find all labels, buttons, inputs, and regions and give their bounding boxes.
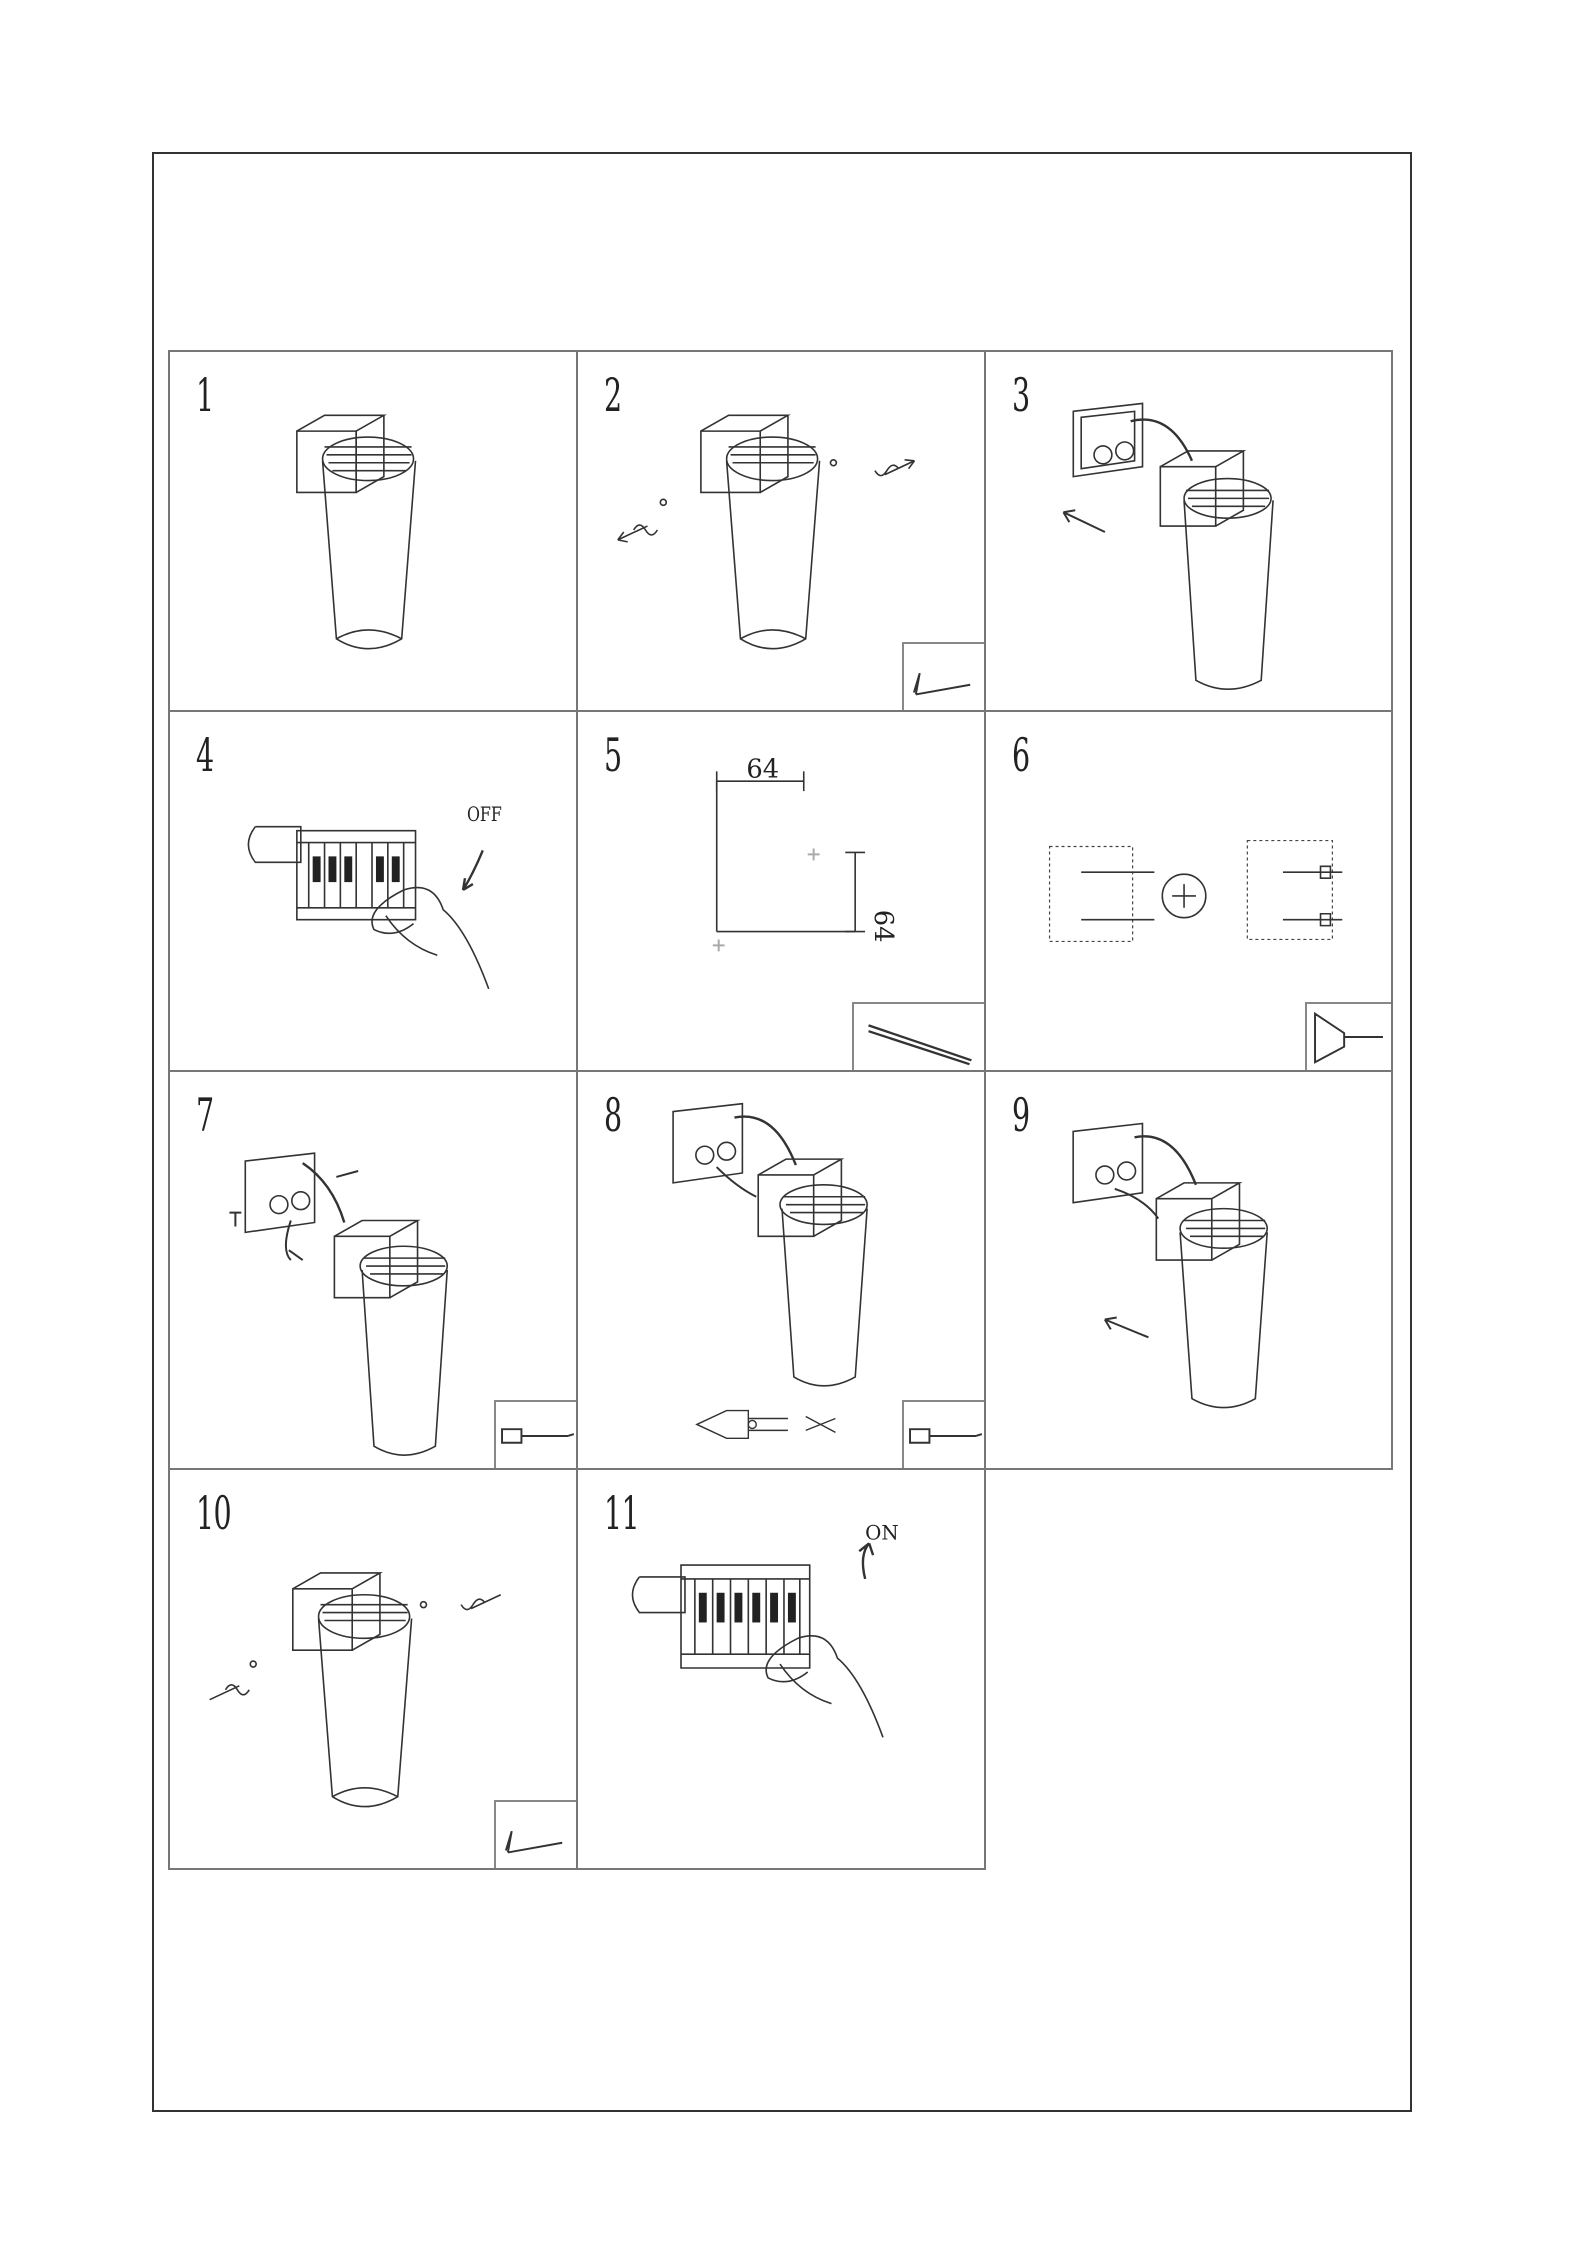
lamp-icon — [170, 352, 576, 710]
lamp-icon — [986, 1072, 1391, 1468]
drill-icon — [1305, 1002, 1391, 1070]
hand-icon — [372, 888, 489, 989]
lamp-icon — [986, 352, 1391, 710]
arrow-icon — [1063, 510, 1105, 532]
on-label: ON — [865, 1521, 899, 1544]
step-panel-10: 10 — [168, 1468, 578, 1870]
step-panel-3: 3 — [984, 350, 1393, 712]
step-panel-4: 4 OFF — [168, 710, 578, 1072]
step-panel-1: 1 — [168, 350, 578, 712]
screwdriver-icon — [902, 1400, 984, 1468]
wire-connector-icon — [697, 1411, 836, 1439]
off-label: OFF — [467, 803, 502, 826]
arrow-icon — [463, 850, 483, 890]
dimension-vertical: 64 — [868, 910, 898, 943]
hex-key-icon — [494, 1800, 576, 1868]
screwdriver-icon — [494, 1400, 576, 1468]
breaker-panel-icon: OFF — [170, 712, 576, 1070]
dimension-horizontal: 64 — [746, 754, 779, 784]
breaker-panel-icon: ON — [578, 1470, 984, 1868]
step-panel-5: 5 64 64 — [576, 710, 986, 1072]
screw-icon — [229, 1171, 358, 1260]
hex-key-icon — [902, 642, 984, 710]
screw-icon — [618, 460, 915, 542]
step-panel-9: 9 — [984, 1070, 1393, 1470]
step-panel-6: 6 — [984, 710, 1393, 1072]
step-panel-8: 8 — [576, 1070, 986, 1470]
step-panel-11: 11 ON — [576, 1468, 986, 1870]
drill-mark — [713, 848, 820, 951]
step-panel-7: 7 — [168, 1070, 578, 1470]
drill-bit-icon — [852, 1002, 984, 1070]
instruction-grid: 1 2 — [168, 350, 1393, 1870]
arrow-icon — [1105, 1318, 1149, 1338]
arrow-icon — [859, 1543, 873, 1579]
step-panel-2: 2 — [576, 350, 986, 712]
screw-icon — [210, 1595, 501, 1700]
